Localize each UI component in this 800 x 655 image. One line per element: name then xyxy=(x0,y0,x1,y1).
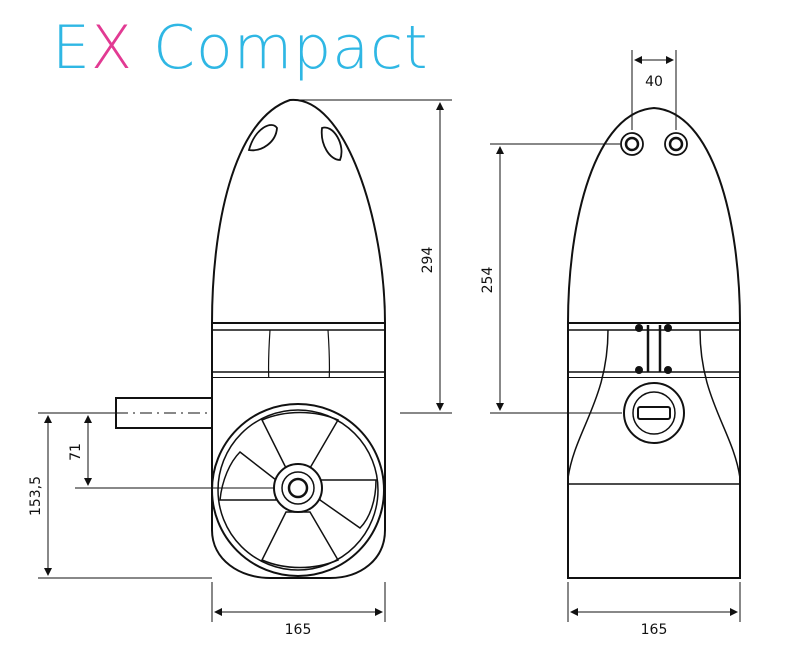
side-dimensions xyxy=(38,99,452,622)
title-letter-x: X xyxy=(90,13,134,83)
dim-front-height-label: 254 xyxy=(480,267,496,294)
title-letter-e: E xyxy=(52,13,91,83)
side-prop-blade-top xyxy=(260,411,340,469)
dim-side-height-label: 294 xyxy=(420,247,436,274)
page-title: EX Compact xyxy=(52,18,429,78)
dim-front-width-label: 165 xyxy=(641,622,668,638)
side-prop-hub xyxy=(273,463,323,513)
side-housing-band xyxy=(211,322,386,379)
dim-tunnel-height-label: 153,5 xyxy=(28,476,44,516)
front-mount-hole-left xyxy=(620,132,644,156)
side-nose-hole-right xyxy=(320,126,343,161)
front-nose-cone xyxy=(566,106,742,324)
front-dimensions xyxy=(490,50,741,622)
dim-hole-spacing-label: 40 xyxy=(645,74,663,90)
dim-shaft-height-label: 71 xyxy=(68,443,84,461)
title-word-compact: Compact xyxy=(133,13,429,83)
dim-side-width-label: 165 xyxy=(285,622,312,638)
side-prop-blade-bottom xyxy=(260,511,340,569)
side-nose-hole-left xyxy=(247,124,278,152)
front-mount-hole-right xyxy=(664,132,688,156)
side-view xyxy=(115,98,387,579)
front-view xyxy=(566,106,742,579)
side-prop-blade-right xyxy=(319,479,377,529)
front-housing-band xyxy=(567,322,741,379)
side-nose-cone xyxy=(210,98,387,324)
side-prop-blade-left xyxy=(219,451,277,501)
